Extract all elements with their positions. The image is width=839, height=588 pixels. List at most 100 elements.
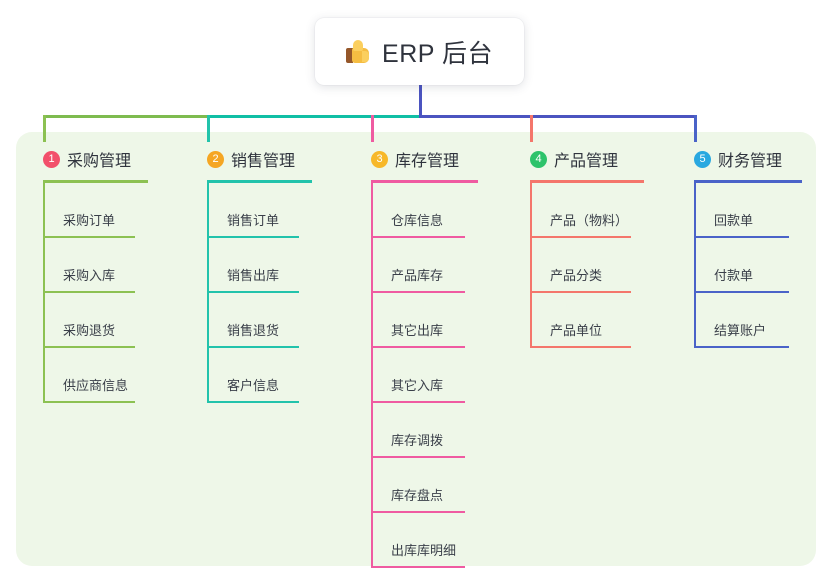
branch-item-rule bbox=[371, 346, 465, 348]
branch-item[interactable]: 其它入库 bbox=[371, 348, 478, 403]
root-stem bbox=[419, 85, 422, 118]
branch-item[interactable]: 采购入库 bbox=[43, 238, 148, 293]
branch-item[interactable]: 客户信息 bbox=[207, 348, 312, 403]
branch-item-rule bbox=[371, 456, 465, 458]
branch-item-rule bbox=[43, 236, 135, 238]
branch-items-5: 回款单付款单结算账户 bbox=[694, 183, 802, 348]
branch-item-rule bbox=[207, 236, 299, 238]
branch-item-label: 产品单位 bbox=[550, 323, 603, 338]
branch-item-label: 产品分类 bbox=[550, 268, 603, 283]
branch-item-rule bbox=[694, 236, 789, 238]
branch-item[interactable]: 产品库存 bbox=[371, 238, 478, 293]
branch-badge-1: 1 bbox=[43, 150, 60, 168]
branch-underline-4 bbox=[530, 180, 644, 183]
branch-item-rule bbox=[207, 291, 299, 293]
branch-item[interactable]: 销售订单 bbox=[207, 183, 312, 238]
branch-item[interactable]: 产品单位 bbox=[530, 293, 644, 348]
branch-item[interactable]: 采购退货 bbox=[43, 293, 148, 348]
branch-item-label: 库存盘点 bbox=[391, 488, 444, 503]
branch-spine-5 bbox=[694, 183, 696, 348]
branch-badge-3: 3 bbox=[371, 150, 388, 168]
branch-header-3[interactable]: 3 库存管理 bbox=[371, 148, 478, 170]
branch-item-label: 产品（物料） bbox=[550, 213, 629, 228]
branch-item-rule bbox=[694, 346, 789, 348]
branch-title-5: 财务管理 bbox=[718, 153, 783, 170]
branch-spine-3 bbox=[371, 183, 373, 568]
branch-item-rule bbox=[371, 566, 465, 568]
drop-connector-2 bbox=[207, 115, 210, 142]
branch-underline-5 bbox=[694, 180, 802, 183]
thumbs-up-icon bbox=[346, 39, 371, 64]
branch-item-label: 供应商信息 bbox=[63, 378, 129, 393]
branch-spine-2 bbox=[207, 183, 209, 403]
branch-item[interactable]: 采购订单 bbox=[43, 183, 148, 238]
drop-connector-3 bbox=[371, 115, 374, 142]
branch-item-label: 采购订单 bbox=[63, 213, 116, 228]
branch-item-label: 其它入库 bbox=[391, 378, 444, 393]
branch-item-label: 销售订单 bbox=[227, 213, 280, 228]
branch-item[interactable]: 回款单 bbox=[694, 183, 802, 238]
branch-item[interactable]: 库存调拨 bbox=[371, 403, 478, 458]
branch-item-rule bbox=[43, 291, 135, 293]
drop-connector-5 bbox=[694, 115, 697, 142]
branch-item-label: 采购入库 bbox=[63, 268, 116, 283]
branch-underline-3 bbox=[371, 180, 478, 183]
root-node-title: ERP 后台 bbox=[382, 39, 493, 68]
branch-title-2: 销售管理 bbox=[231, 153, 296, 170]
branch-header-5[interactable]: 5 财务管理 bbox=[694, 148, 802, 170]
branch-badge-2: 2 bbox=[207, 150, 224, 168]
branch-item[interactable]: 产品（物料） bbox=[530, 183, 644, 238]
branch-item-rule bbox=[530, 236, 631, 238]
branch-underline-2 bbox=[207, 180, 312, 183]
branch-item-rule bbox=[694, 291, 789, 293]
branch-header-2[interactable]: 2 销售管理 bbox=[207, 148, 312, 170]
branch-item-label: 仓库信息 bbox=[391, 213, 444, 228]
branch-column-1: 1 采购管理采购订单采购入库采购退货供应商信息 bbox=[43, 148, 148, 403]
branch-column-2: 2 销售管理销售订单销售出库销售退货客户信息 bbox=[207, 148, 312, 403]
branch-items-1: 采购订单采购入库采购退货供应商信息 bbox=[43, 183, 148, 403]
branch-item-label: 销售出库 bbox=[227, 268, 280, 283]
branch-badge-4: 4 bbox=[530, 150, 547, 168]
branch-item[interactable]: 库存盘点 bbox=[371, 458, 478, 513]
drop-connector-4 bbox=[530, 115, 533, 142]
branch-item[interactable]: 仓库信息 bbox=[371, 183, 478, 238]
branch-header-1[interactable]: 1 采购管理 bbox=[43, 148, 148, 170]
branch-item-rule bbox=[43, 346, 135, 348]
branch-item-rule bbox=[371, 401, 465, 403]
branch-item-label: 付款单 bbox=[714, 268, 754, 283]
branch-item-rule bbox=[371, 511, 465, 513]
branch-item-label: 产品库存 bbox=[391, 268, 444, 283]
branch-item-rule bbox=[371, 291, 465, 293]
branch-item[interactable]: 供应商信息 bbox=[43, 348, 148, 403]
branch-item-label: 回款单 bbox=[714, 213, 754, 228]
branch-underline-1 bbox=[43, 180, 148, 183]
branch-item-rule bbox=[371, 236, 465, 238]
trunk-segment-teal bbox=[207, 115, 421, 118]
branch-item[interactable]: 其它出库 bbox=[371, 293, 478, 348]
branch-title-3: 库存管理 bbox=[395, 153, 460, 170]
branch-item[interactable]: 结算账户 bbox=[694, 293, 802, 348]
trunk-segment-green bbox=[43, 115, 209, 118]
branch-item-label: 结算账户 bbox=[714, 323, 767, 338]
branch-item[interactable]: 付款单 bbox=[694, 238, 802, 293]
branch-item-label: 其它出库 bbox=[391, 323, 444, 338]
branch-item-label: 采购退货 bbox=[63, 323, 116, 338]
branch-badge-5: 5 bbox=[694, 150, 711, 168]
branch-item-rule bbox=[530, 346, 631, 348]
branch-item[interactable]: 产品分类 bbox=[530, 238, 644, 293]
root-node-card[interactable]: ERP 后台 bbox=[315, 18, 524, 85]
branch-item[interactable]: 销售退货 bbox=[207, 293, 312, 348]
branch-item-label: 出库库明细 bbox=[391, 543, 457, 558]
branch-item[interactable]: 出库库明细 bbox=[371, 513, 478, 568]
branch-item-rule bbox=[207, 401, 299, 403]
branch-items-3: 仓库信息产品库存其它出库其它入库库存调拨库存盘点出库库明细 bbox=[371, 183, 478, 568]
branch-title-1: 采购管理 bbox=[67, 153, 132, 170]
drop-connector-1 bbox=[43, 115, 46, 142]
branch-item-rule bbox=[530, 291, 631, 293]
branch-item[interactable]: 销售出库 bbox=[207, 238, 312, 293]
root-node-content: ERP 后台 bbox=[346, 34, 493, 70]
trunk-segment-blue bbox=[419, 115, 697, 118]
branch-items-2: 销售订单销售出库销售退货客户信息 bbox=[207, 183, 312, 403]
